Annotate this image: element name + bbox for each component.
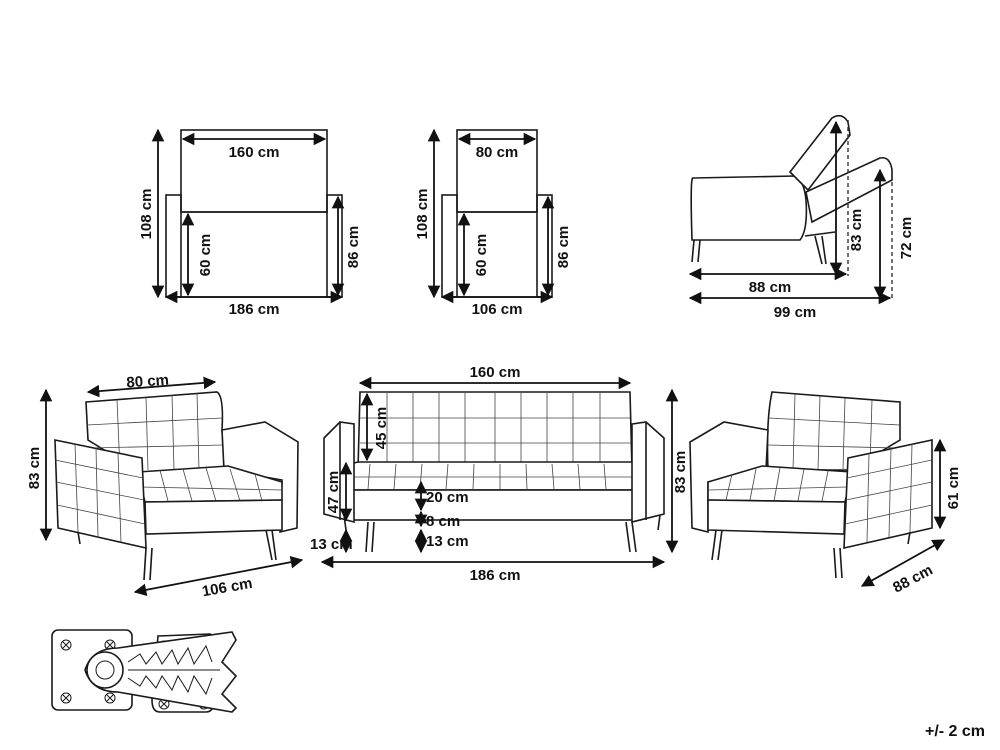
chair-dim-seat-height-label: 60 cm [473,234,490,277]
chair-dim-width-total-label: 106 cm [472,301,523,318]
dim-seat-height-label: 60 cm [197,234,214,277]
sofa-width-total-label: 186 cm [470,567,521,584]
recline-dim-upright-height-label: 83 cm [848,209,865,252]
armchair-left-height-label: 83 cm [26,447,43,490]
recline-dim-upright-depth-label: 88 cm [749,279,792,296]
front-view-sofa: 160 cm 108 cm 60 cm 86 cm 186 cm [138,128,362,318]
dim-width-total-label: 186 cm [229,301,280,318]
front-view-chair: 80 cm 108 cm 60 cm 86 cm 106 cm [414,128,572,318]
chair-dim-height-total-label: 108 cm [414,189,431,240]
sofa-width-inner-label: 160 cm [470,364,521,381]
side-view-recline: 83 cm 72 cm 88 cm 99 cm [688,114,915,321]
chair-dim-width-inner-label: 80 cm [476,144,519,161]
chair-dim-arm-height-label: 86 cm [555,226,572,269]
sofa-seat-height-label: 47 cm [325,471,342,514]
dim-height-total-label: 108 cm [138,189,155,240]
tolerance-label: +/- 2 cm [925,723,985,740]
armchair-right: 61 cm 88 cm [689,391,962,597]
sofa-legs-label: 13 cm [426,533,469,550]
dim-width-inner-label: 160 cm [229,144,280,161]
armchair-right-arm-height-label: 61 cm [945,467,962,510]
recline-dim-reclined-depth-label: 99 cm [774,304,817,321]
recline-dim-reclined-height-label: 72 cm [898,217,915,260]
sofa-base-label: 8 cm [426,513,460,530]
dim-arm-height-label: 86 cm [345,226,362,269]
armchair-left: 80 cm 83 cm 106 cm [26,372,304,600]
armchair-left-seat-width-label: 80 cm [126,372,170,392]
sofa-back-height-label: 45 cm [373,407,390,450]
sofa-height-label: 83 cm [672,451,689,494]
sofa-arm-leg-label: 13 cm [310,536,353,553]
sofa-center: 160 cm 45 cm 47 cm 20 cm 8 cm 13 cm 13 c… [310,364,689,584]
recline-mechanism-detail [51,629,238,713]
sofa-cushion-label: 20 cm [426,489,469,506]
